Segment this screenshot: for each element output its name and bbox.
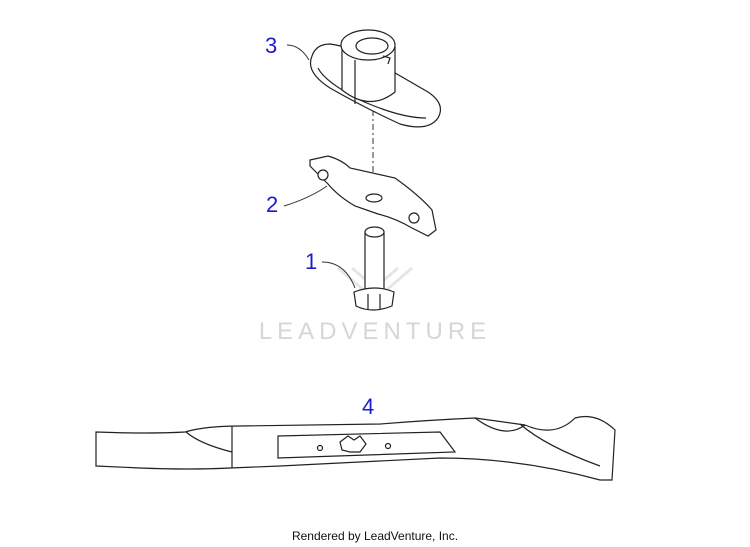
bolt bbox=[353, 226, 395, 311]
callout-4: 4 bbox=[362, 394, 375, 419]
footer-credit: Rendered by LeadVenture, Inc. bbox=[291, 529, 459, 543]
stiffener-plate bbox=[309, 155, 437, 237]
mower-blade bbox=[95, 415, 616, 481]
watermark-text: LEADVENTURE bbox=[258, 318, 492, 345]
blade-adapter bbox=[309, 29, 441, 128]
leader-lines bbox=[283, 44, 356, 289]
callout-3: 3 bbox=[265, 33, 278, 58]
callout-2: 2 bbox=[266, 192, 279, 217]
callout-1: 1 bbox=[305, 249, 318, 274]
